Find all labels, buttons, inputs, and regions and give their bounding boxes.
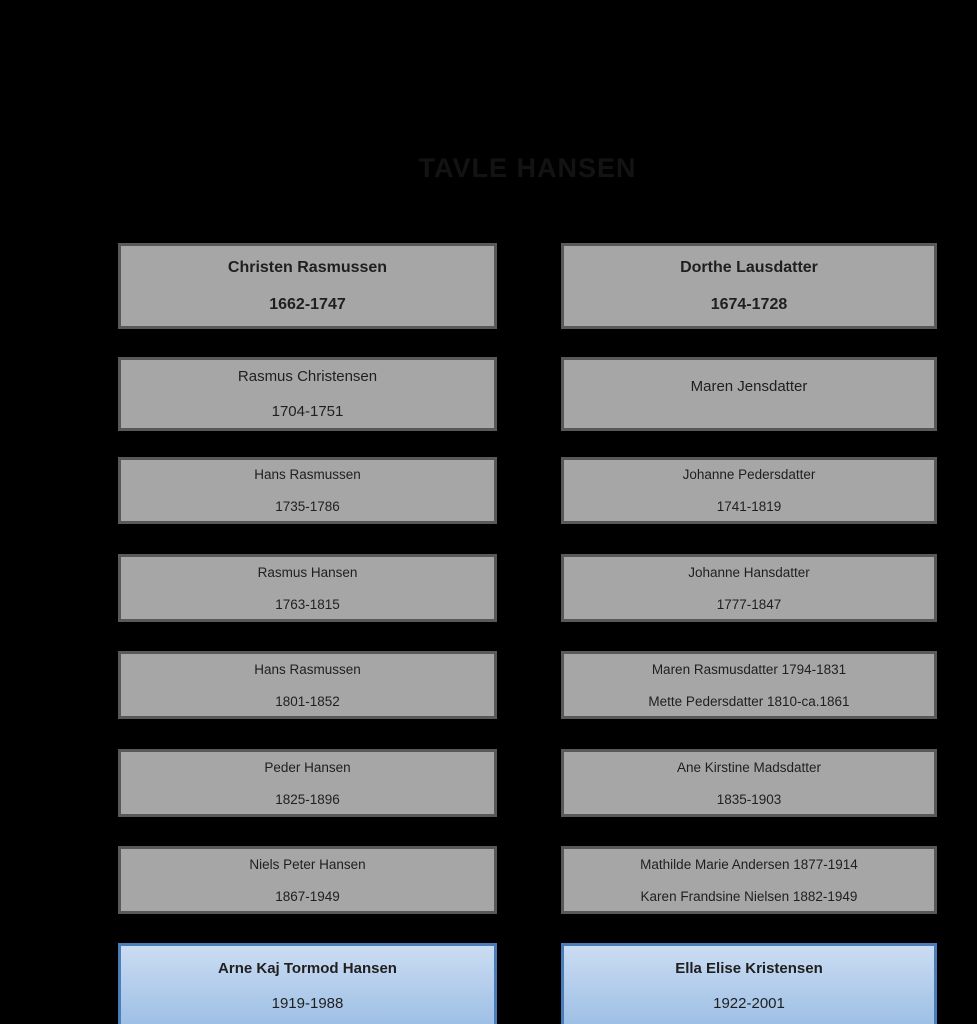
page-title: TAVLE HANSEN [418,153,637,183]
person-dates: 1835-1903 [716,791,782,807]
person-dates: 1735-1786 [275,499,340,514]
person-box-dorthe-lausdatter: Dorthe Lausdatter 1674-1728 [561,243,937,329]
person-name: Maren Jensdatter [690,377,808,395]
person-dates: 1777-1847 [716,596,782,612]
person-dates: 1922-2001 [713,994,785,1012]
person-box-peder-hansen: Peder Hansen 1825-1896 [118,749,497,817]
person-dates: 1741-1819 [716,499,782,514]
person-dates: 1704-1751 [271,402,344,420]
person-name: Peder Hansen [264,759,351,775]
person-box-maren-rasmusdatter-mette-pedersdatter: Maren Rasmusdatter 1794-1831 Mette Peder… [561,651,937,719]
person-box-johanne-hansdatter: Johanne Hansdatter 1777-1847 [561,554,937,622]
person-name: Christen Rasmussen [227,258,388,276]
person-box-johanne-pedersdatter: Johanne Pedersdatter 1741-1819 [561,457,937,524]
person-name-2: Mette Pedersdatter 1810-ca.1861 [648,693,850,709]
person-name: Mathilde Marie Andersen 1877-1914 [640,856,858,872]
person-dates: 1801-1852 [275,693,340,709]
person-box-maren-jensdatter: Maren Jensdatter [561,357,937,431]
person-name: Rasmus Christensen [237,367,378,385]
person-name-2: Karen Frandsine Nielsen 1882-1949 [640,888,858,904]
person-box-arne-kaj-tormod-hansen: Arne Kaj Tormod Hansen 1919-1988 [118,943,497,1024]
person-name: Arne Kaj Tormod Hansen [218,959,397,977]
person-box-hans-rasmussen-1801: Hans Rasmussen 1801-1852 [118,651,497,719]
person-dates: 1662-1747 [269,295,346,313]
person-name: Johanne Pedersdatter [682,467,816,482]
person-name: Niels Peter Hansen [249,856,366,872]
person-box-niels-peter-hansen: Niels Peter Hansen 1867-1949 [118,846,497,914]
person-dates: 1674-1728 [710,295,788,313]
person-box-ella-elise-kristensen: Ella Elise Kristensen 1922-2001 [561,943,937,1024]
person-box-christen-rasmussen: Christen Rasmussen 1662-1747 [118,243,497,329]
person-box-mathilde-andersen-karen-nielsen: Mathilde Marie Andersen 1877-1914 Karen … [561,846,937,914]
person-name: Ella Elise Kristensen [675,959,823,977]
person-dates: 1825-1896 [275,791,340,807]
person-box-ane-kirstine-madsdatter: Ane Kirstine Madsdatter 1835-1903 [561,749,937,817]
person-dates: 1919-1988 [271,994,344,1012]
person-name: Maren Rasmusdatter 1794-1831 [651,661,847,677]
person-name: Dorthe Lausdatter [680,258,818,276]
person-name: Rasmus Hansen [257,564,358,580]
person-dates: 1867-1949 [275,888,340,904]
person-box-hans-rasmussen-1735: Hans Rasmussen 1735-1786 [118,457,497,524]
person-name: Hans Rasmussen [254,661,361,677]
person-box-rasmus-christensen: Rasmus Christensen 1704-1751 [118,357,497,431]
person-name: Johanne Hansdatter [688,564,810,580]
person-dates: 1763-1815 [275,596,340,612]
person-box-rasmus-hansen: Rasmus Hansen 1763-1815 [118,554,497,622]
person-name: Ane Kirstine Madsdatter [676,759,822,775]
person-name: Hans Rasmussen [254,467,361,482]
